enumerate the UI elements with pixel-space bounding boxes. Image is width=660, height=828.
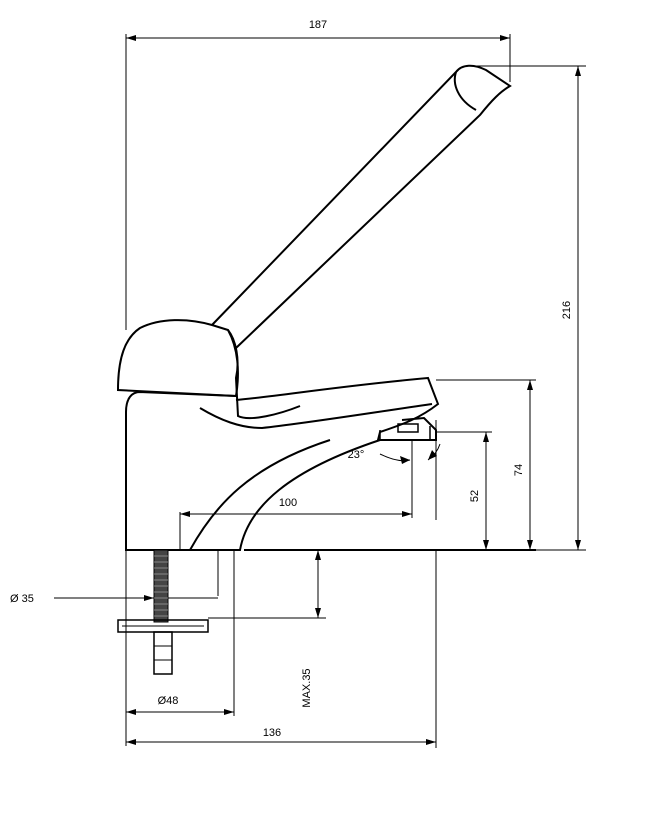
nut: [153, 631, 173, 675]
dim-overall-width: 187: [309, 19, 327, 31]
tap-housing: [125, 412, 381, 551]
dim-base-diameter: Ø48: [158, 695, 179, 707]
mounting-hardware: [117, 549, 235, 746]
dim-base-depth: 136: [263, 727, 281, 739]
dim-overall-height: 216: [561, 301, 573, 319]
dim-spout-reach: 100: [279, 497, 297, 509]
dimension-lines: [54, 34, 586, 748]
dim-spout-height-top: 74: [513, 464, 525, 476]
dim-max-deck-thickness: MAX.35: [301, 668, 313, 707]
faucet-body: [116, 64, 536, 551]
spout: [235, 376, 440, 441]
dim-spout-outlet-height: 52: [469, 490, 481, 502]
lever-handle: [211, 64, 512, 349]
lever-cap: [116, 319, 239, 398]
dim-spout-angle: 23°: [348, 449, 365, 461]
dim-hole-diameter: Ø 35: [10, 593, 34, 605]
